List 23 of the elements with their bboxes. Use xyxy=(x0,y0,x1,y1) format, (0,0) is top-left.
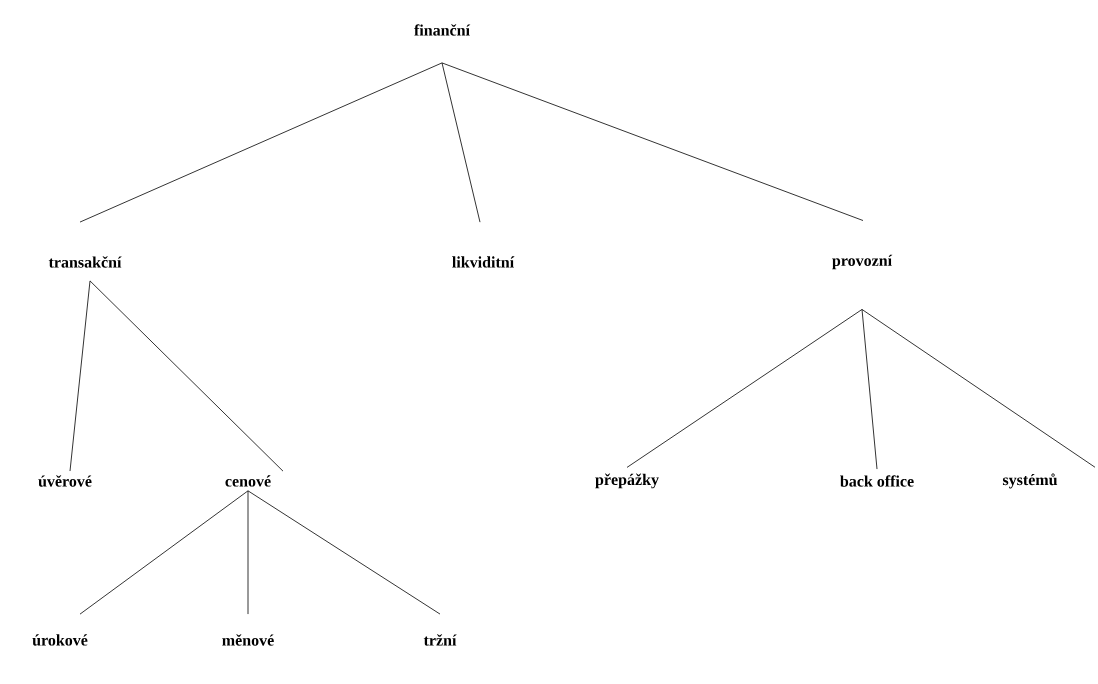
tree-label: transakční xyxy=(48,256,122,268)
tree-line xyxy=(861,309,1096,468)
tree-label: systémů xyxy=(1002,473,1058,489)
tree-label: back office xyxy=(840,475,914,487)
tree-line xyxy=(626,309,863,468)
tree-label: likviditní xyxy=(452,256,515,268)
tree-label: úvěrové xyxy=(38,475,92,487)
tree-line xyxy=(441,62,481,223)
tree-line xyxy=(79,490,249,615)
tree-line xyxy=(69,280,91,472)
tree-label: úrokové xyxy=(32,634,88,646)
tree-line xyxy=(79,62,443,223)
tree-label: měnové xyxy=(222,634,274,646)
tree-line xyxy=(441,62,864,221)
tree-line xyxy=(89,280,284,472)
tree-label: cenové xyxy=(225,475,271,487)
tree-label: finanční xyxy=(414,24,471,36)
tree-line xyxy=(247,490,249,615)
tree-line xyxy=(247,490,441,615)
tree-line xyxy=(861,309,878,470)
tree-label: tržní xyxy=(423,634,457,646)
tree-label: provozní xyxy=(832,254,893,270)
tree-label: přepážky xyxy=(595,473,659,489)
